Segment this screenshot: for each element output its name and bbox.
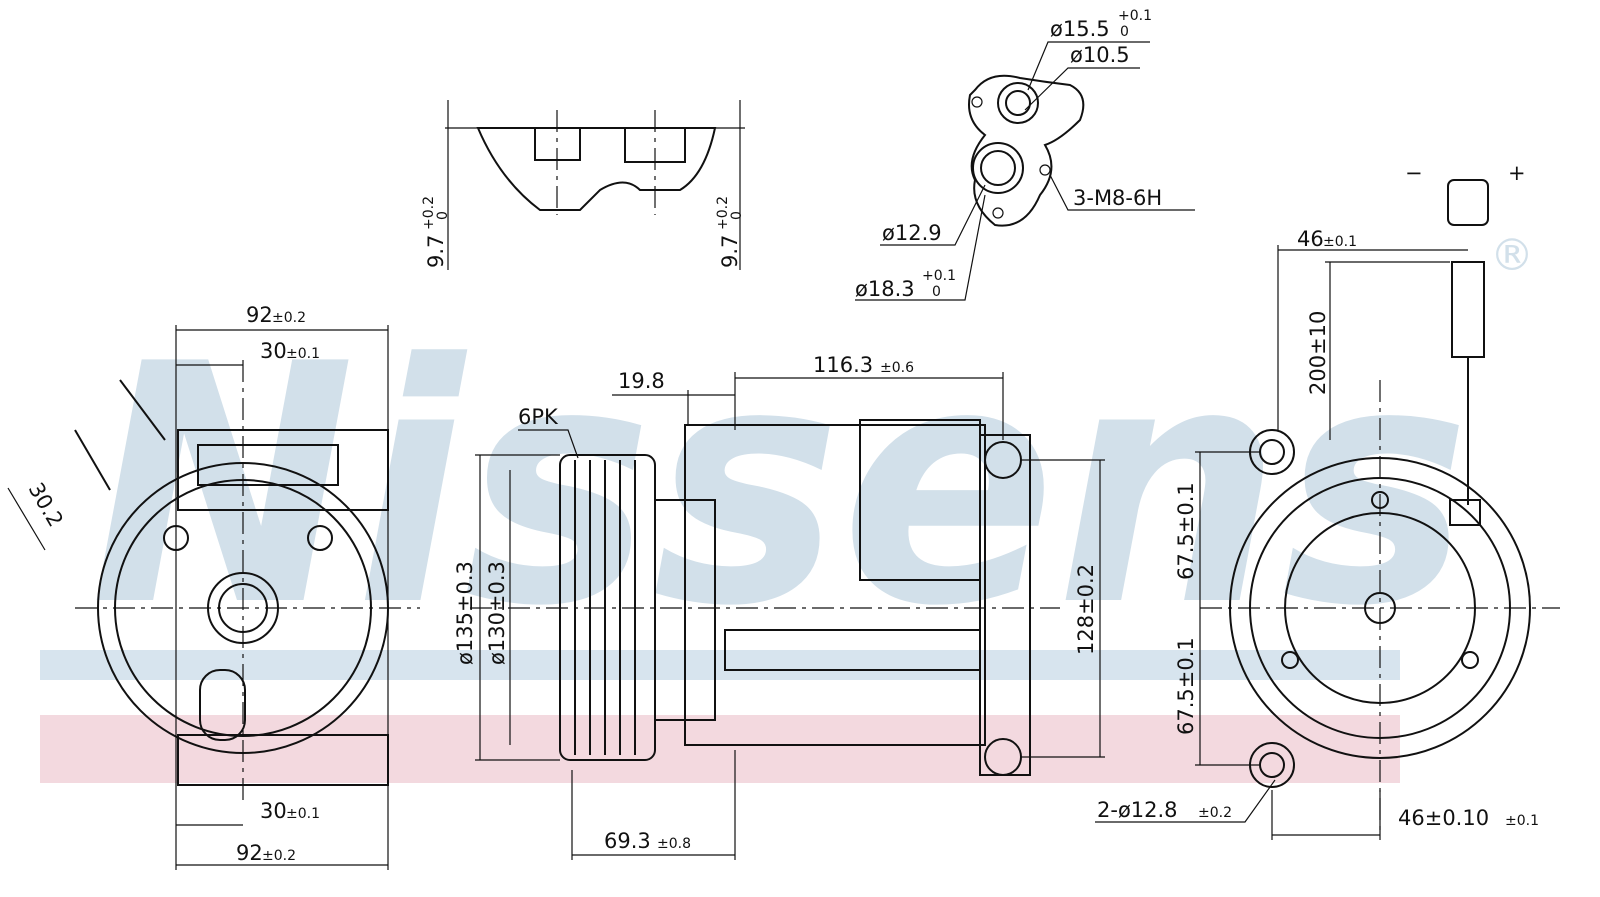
tol: ±0.1 — [1323, 234, 1357, 250]
clutch-offset-label: 19.8 — [618, 369, 665, 393]
pulley-inner-label: ø130±0.3 — [485, 561, 509, 665]
angle-dim-label: 30.2 — [24, 479, 68, 532]
height-label: 128±0.2 — [1074, 564, 1098, 655]
d15-5-label: ø15.5 — [1050, 17, 1110, 41]
minus-label: − — [1405, 161, 1423, 185]
length-label: 116.3 — [813, 353, 873, 377]
tol: ±0.1 — [286, 806, 320, 822]
tol: ±0.1 — [1505, 813, 1539, 829]
width-top-label: 92 — [246, 303, 273, 327]
pulley-length-label: 69.3 — [604, 829, 651, 853]
width-bottom-label: 92 — [236, 841, 263, 865]
d18-3-label: ø18.3 — [855, 277, 915, 301]
tol: ±0.6 — [880, 360, 914, 376]
rear-view: − + 46±0.1 200±10 67.5±0.1 67.5±0.1 2-ø1… — [1095, 161, 1560, 840]
flange-detail: ø15.5 +0.1 0 ø10.5 3-M8-6H ø12.9 ø18.3 +… — [855, 8, 1195, 301]
tol: 0 — [1120, 24, 1129, 40]
offset-top-label: 30 — [260, 339, 287, 363]
d10-5-label: ø10.5 — [1070, 43, 1130, 67]
plus-label: + — [1508, 161, 1526, 185]
tol-up: +0.2 — [715, 196, 731, 230]
mount-holes-label: 2-ø12.8 — [1097, 798, 1178, 822]
offset-bottom-label: 30 — [260, 799, 287, 823]
connector-icon — [1447, 179, 1489, 226]
watermark-band-blue — [40, 650, 1400, 680]
tol: +0.1 — [922, 268, 956, 284]
side-view: ø135±0.3 ø130±0.3 6PK 19.8 116.3 ±0.6 128… — [453, 353, 1105, 860]
depth-right-label: 9.7 — [718, 235, 742, 268]
bottom-offset-label: 46±0.10 — [1398, 806, 1489, 830]
tol: ±0.8 — [657, 836, 691, 852]
watermark-band-pink — [40, 715, 1400, 783]
tol: ±0.2 — [272, 310, 306, 326]
depth-left-label: 9.7 — [424, 235, 448, 268]
tol-low: 0 — [435, 211, 451, 220]
tol-up: +0.2 — [421, 196, 437, 230]
section-detail: 9.7+0.20 9.7+0.20 — [421, 100, 745, 270]
tol: ±0.2 — [1198, 805, 1232, 821]
tol: +0.1 — [1118, 8, 1152, 24]
registered-mark: ® — [1490, 230, 1534, 281]
conn-offset-label: 46 — [1297, 227, 1324, 251]
tol: ±0.2 — [262, 848, 296, 864]
tol: ±0.1 — [286, 346, 320, 362]
tol: 0 — [932, 284, 941, 300]
lower-half-label: 67.5±0.1 — [1174, 637, 1198, 735]
d12-9-label: ø12.9 — [882, 221, 942, 245]
pulley-outer-label: ø135±0.3 — [453, 561, 477, 665]
tol-low: 0 — [729, 211, 745, 220]
upper-half-label: 67.5±0.1 — [1174, 482, 1198, 580]
cable-length-label: 200±10 — [1306, 311, 1330, 395]
thread-label: 3-M8-6H — [1073, 186, 1162, 210]
belt-label: 6PK — [518, 405, 559, 429]
